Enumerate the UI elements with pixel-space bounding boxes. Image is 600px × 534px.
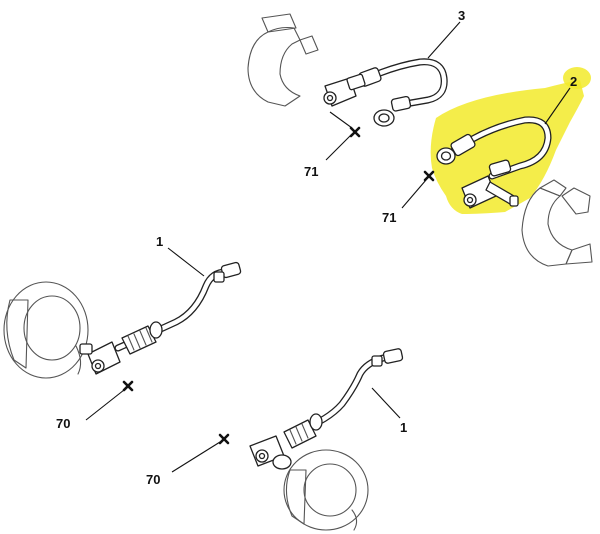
brake-hose-part-1-left <box>79 261 242 375</box>
callout-ref-71-right: 71 <box>382 210 396 225</box>
callout-ref-70-bottom: 70 <box>146 472 160 487</box>
leader-ref-70-bottom <box>171 441 221 473</box>
callout-part-1-left: 1 <box>156 234 163 249</box>
callout-part-3: 3 <box>458 8 465 23</box>
leader-part-1-right <box>371 387 401 419</box>
leader-ref-71-top <box>325 133 353 161</box>
callout-part-2: 2 <box>570 74 577 89</box>
leader-ref-71-right <box>401 179 427 209</box>
callout-part-1-right: 1 <box>400 420 407 435</box>
brake-disc-left <box>3 281 89 379</box>
leader-ref-70-left <box>85 389 125 421</box>
part-2-highlight <box>430 67 591 214</box>
leader-ref-71-top-b <box>329 111 353 129</box>
brake-hose-part-2 <box>436 116 552 209</box>
callout-ref-71-top: 71 <box>304 164 318 179</box>
leader-part-1-left <box>167 247 205 277</box>
caliper-bracket-right <box>521 179 593 267</box>
caliper-bracket-top-left <box>247 13 319 107</box>
callout-ref-70-left: 70 <box>56 416 70 431</box>
brake-hose-part-3 <box>323 58 448 127</box>
cross-mark-icon <box>218 433 230 445</box>
brake-hose-part-1-right <box>249 348 404 470</box>
brake-disc-bottom <box>283 449 369 531</box>
cross-mark-icon <box>122 380 134 392</box>
cross-mark-icon <box>423 170 435 182</box>
leader-part-2 <box>544 87 571 125</box>
leader-part-3 <box>427 21 461 59</box>
cross-mark-icon <box>349 126 361 138</box>
